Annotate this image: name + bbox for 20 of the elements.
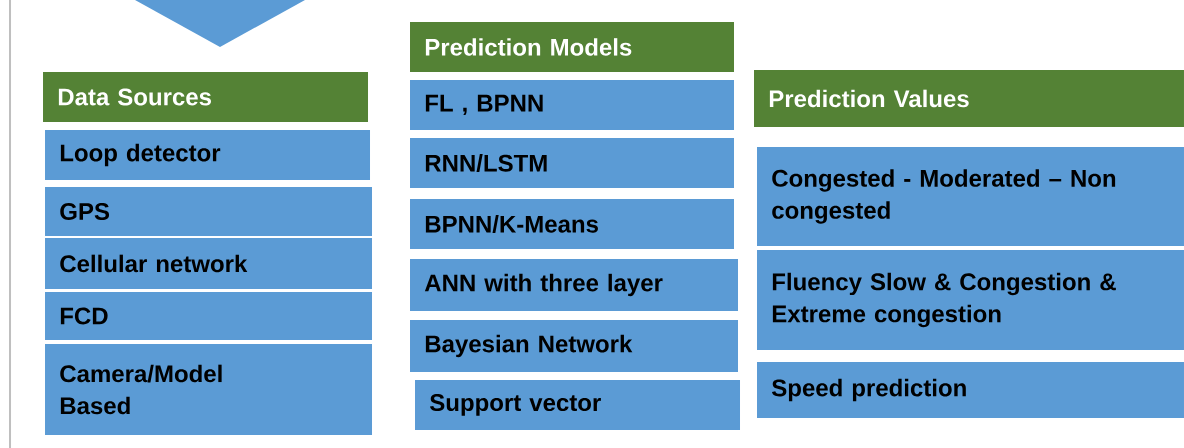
- list-item-box: Loop detector: [45, 130, 370, 180]
- list-item-box: Support vector: [415, 380, 740, 430]
- list-item-box: Bayesian Network: [410, 320, 738, 372]
- list-item-box: ANN with three layer: [410, 259, 738, 311]
- list-item-box: Cellular network: [45, 238, 372, 289]
- list-item-box: Congested - Moderated – Non congested: [757, 147, 1184, 246]
- list-item-box: FL , BPNN: [410, 80, 734, 130]
- list-item-box: BPNN/K-Means: [410, 199, 734, 249]
- header-box: Data Sources: [43, 72, 368, 122]
- list-item-box: RNN/LSTM: [410, 138, 734, 188]
- header-box: Prediction Models: [410, 22, 734, 72]
- list-item-box: Camera/Model Based: [45, 344, 372, 435]
- list-item-box: FCD: [45, 292, 372, 340]
- chevron-arrow: [135, 0, 305, 47]
- list-item-box: Speed prediction: [757, 362, 1184, 418]
- header-box: Prediction Values: [754, 70, 1184, 127]
- list-item-box: GPS: [45, 187, 372, 236]
- node-label: GPS: [60, 202, 110, 220]
- node-label: Cellular network: [60, 254, 248, 273]
- list-item-box: Fluency Slow & Congestion & Extreme congestion: [757, 250, 1184, 350]
